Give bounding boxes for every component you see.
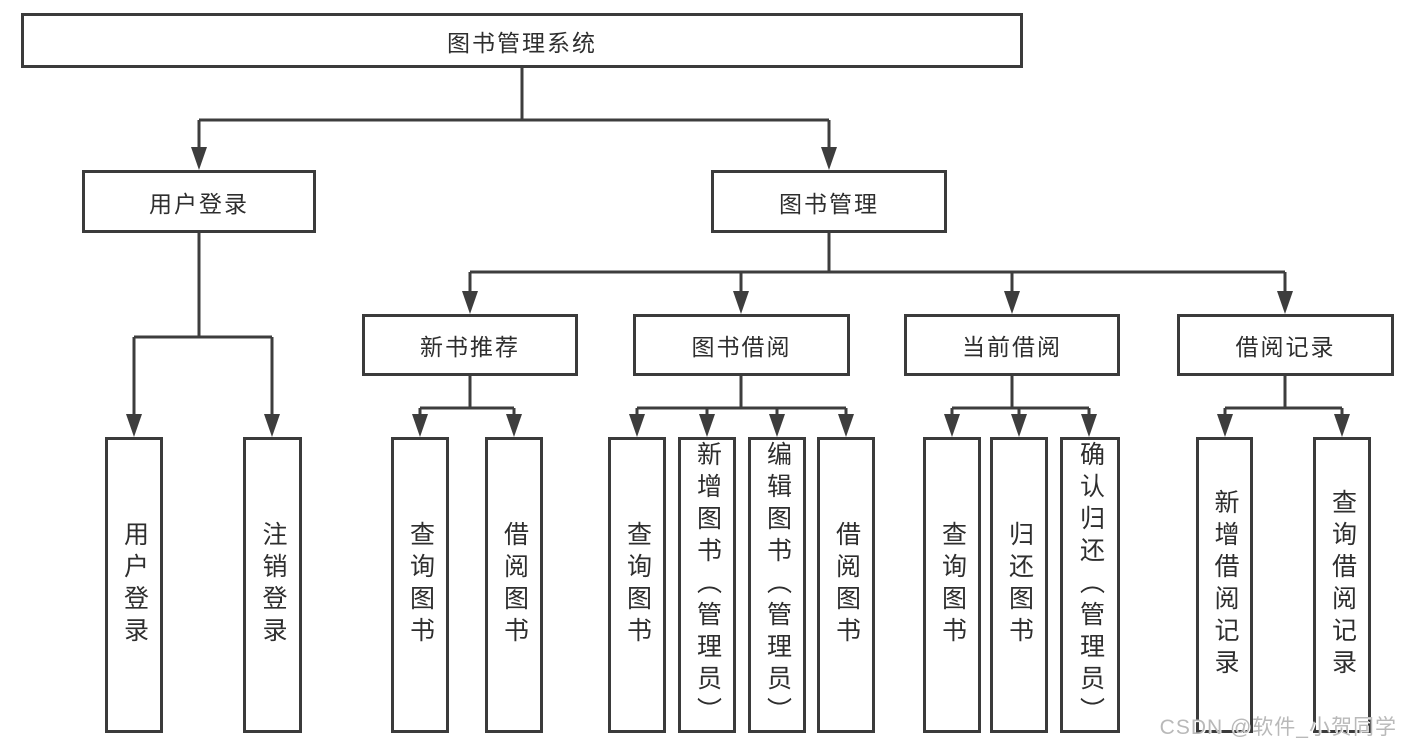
node-label: 图书借阅 <box>691 334 792 360</box>
node-label: 新书推荐 <box>420 334 520 360</box>
node-label: 查询图书 <box>406 521 435 649</box>
node-borrowing-records: 借阅记录 <box>1177 314 1394 376</box>
leaf-edit-book-admin: 编辑图书（管理员） <box>748 437 806 733</box>
leaf-borrow-books: 借阅图书 <box>817 437 875 733</box>
node-label: 编辑图书（管理员） <box>763 441 792 729</box>
connector-user-login-split <box>126 233 280 437</box>
connector-new-book-split <box>412 376 522 437</box>
node-label: 新增借阅记录 <box>1211 489 1239 681</box>
node-label: 查询图书 <box>938 521 967 649</box>
leaf-query-books-borrowing: 查询图书 <box>608 437 666 733</box>
leaf-borrow-books-recommend: 借阅图书 <box>485 437 543 733</box>
connector-borrowing-records-split <box>1217 376 1350 437</box>
node-label: 借阅记录 <box>1235 334 1336 360</box>
connector-book-management-split <box>462 233 1293 314</box>
leaf-query-borrow-record: 查询借阅记录 <box>1313 437 1371 733</box>
node-label: 注销登录 <box>259 521 287 649</box>
node-label: 图书管理 <box>779 190 879 217</box>
connector-root-split <box>191 68 837 170</box>
leaf-query-books-recommend: 查询图书 <box>391 437 449 733</box>
node-library-management-system: 图书管理系统 <box>21 13 1023 68</box>
node-new-book-recommendation: 新书推荐 <box>362 314 578 376</box>
node-user-login: 用户登录 <box>82 170 316 233</box>
node-label: 查询借阅记录 <box>1328 489 1357 681</box>
leaf-confirm-return-admin: 确认归还（管理员） <box>1060 437 1120 733</box>
node-book-management: 图书管理 <box>711 170 947 233</box>
leaf-add-book-admin: 新增图书（管理员） <box>678 437 736 733</box>
node-label: 图书管理系统 <box>447 29 597 56</box>
node-label: 用户登录 <box>120 521 149 649</box>
node-label: 查询图书 <box>623 521 652 649</box>
connector-book-borrowing-split <box>629 376 854 437</box>
leaf-add-borrow-record: 新增借阅记录 <box>1196 437 1253 733</box>
node-label: 借阅图书 <box>500 521 529 649</box>
leaf-return-books: 归还图书 <box>990 437 1048 733</box>
leaf-query-books-current: 查询图书 <box>923 437 981 733</box>
node-label: 新增图书（管理员） <box>693 441 722 729</box>
node-label: 当前借阅 <box>962 334 1062 360</box>
leaf-user-login: 用户登录 <box>105 437 163 733</box>
leaf-logout: 注销登录 <box>243 437 302 733</box>
node-book-borrowing: 图书借阅 <box>633 314 850 376</box>
node-label: 确认归还（管理员） <box>1076 441 1105 729</box>
node-label: 借阅图书 <box>832 521 861 649</box>
connector-current-borrowing-split <box>944 376 1097 437</box>
node-current-borrowing: 当前借阅 <box>904 314 1120 376</box>
node-label: 归还图书 <box>1005 521 1034 649</box>
csdn-watermark: CSDN @软件_小贺同学 <box>1159 716 1397 739</box>
node-label: 用户登录 <box>149 190 249 217</box>
